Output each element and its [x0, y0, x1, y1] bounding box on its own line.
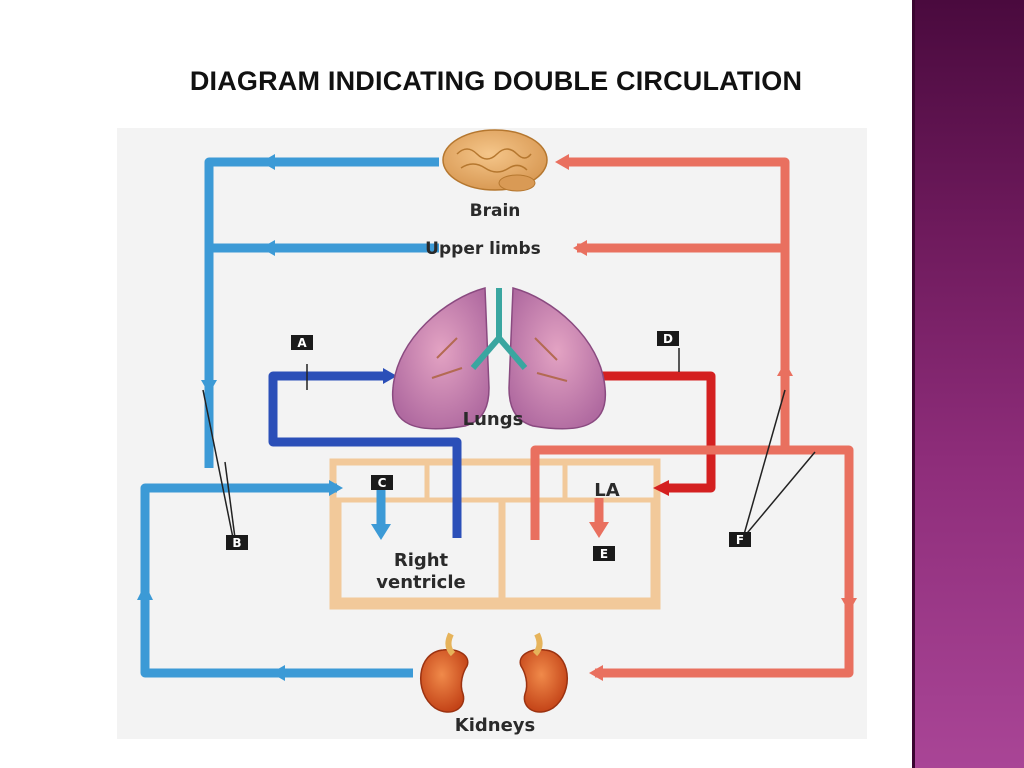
marker-c-text: C	[378, 476, 387, 490]
marker-b: B	[226, 535, 248, 550]
lungs-illustration	[391, 287, 607, 430]
pulmonary-artery-arrowhead	[383, 368, 397, 384]
brain-label: Brain	[470, 201, 521, 221]
sidebar-edge	[912, 0, 915, 768]
marker-d-text: D	[663, 332, 673, 346]
marker-a-text: A	[297, 336, 307, 350]
pulmonary-artery	[268, 371, 462, 538]
systemic-arterial-arrowheads	[555, 154, 857, 681]
marker-e: E	[593, 546, 615, 561]
marker-d: D	[657, 331, 679, 346]
kidneys-label: Kidneys	[455, 715, 535, 736]
marker-c: C	[371, 475, 393, 490]
systemic-venous-arrowheads	[137, 154, 391, 681]
pulmonary-vein-arrowhead	[653, 480, 669, 496]
pulmonary-vein	[589, 371, 716, 493]
lungs-label: Lungs	[463, 409, 524, 430]
slide-sidebar-decoration	[912, 0, 1024, 768]
slide-title: DIAGRAM INDICATING DOUBLE CIRCULATION	[189, 66, 803, 96]
marker-f: F	[729, 532, 751, 547]
kidneys-illustration	[420, 632, 568, 713]
upper-limbs-label: Upper limbs	[425, 239, 541, 259]
left-atrium-label: LA	[594, 480, 619, 501]
marker-f-text: F	[736, 533, 744, 547]
double-circulation-diagram: Brain Upper limbs Lungs Right ventricle …	[117, 128, 867, 739]
diagram-background	[117, 128, 867, 739]
marker-a: A	[291, 335, 313, 350]
systemic-arterial-supply	[530, 157, 854, 678]
brain-illustration	[442, 129, 548, 192]
marker-pointer-lines	[202, 348, 816, 539]
marker-b-text: B	[232, 536, 241, 550]
marker-e-text: E	[600, 547, 608, 561]
right-ventricle-label-line1: Right	[394, 550, 449, 571]
heart-chambers	[329, 458, 661, 610]
right-ventricle-label-line2: ventricle	[376, 572, 465, 593]
